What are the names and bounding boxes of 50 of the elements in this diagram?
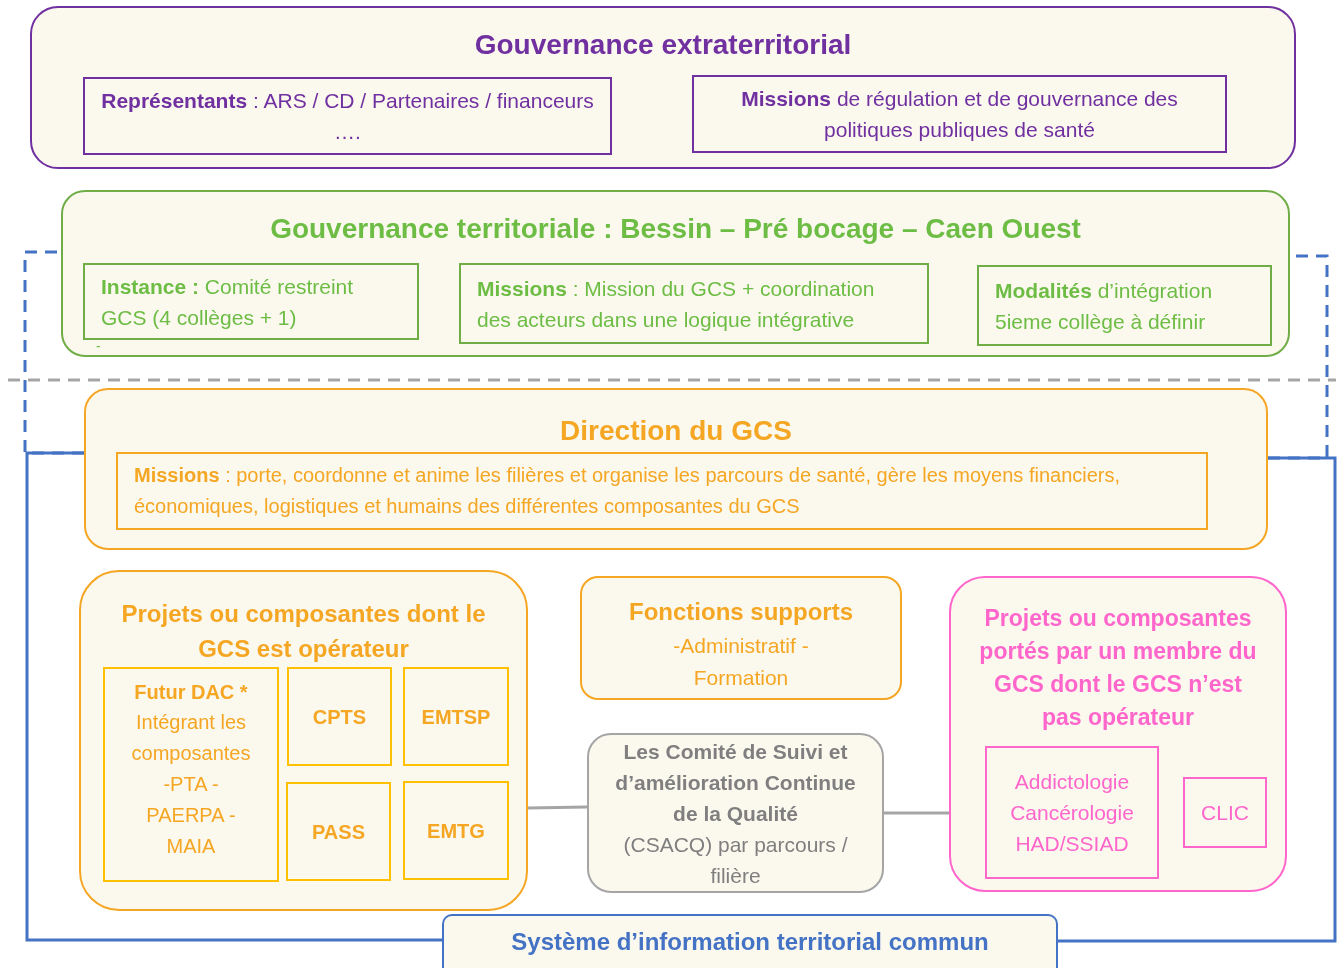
text-box (459, 263, 929, 344)
panel-title: Projets ou composantes dont le GCS est opérateur (120, 599, 487, 664)
text-box (692, 75, 1227, 153)
text-box (403, 667, 509, 766)
panel-title: Gouvernance territoriale : Bessin – Pré bocage – Caen Ouest (270, 212, 1081, 246)
connector-line (527, 805, 588, 810)
box-title: Les Comité de Suivi et d’amélioration Continue de la Qualité (614, 738, 857, 827)
group-panel (61, 190, 1290, 357)
box-text: CPTS (312, 704, 367, 730)
box-text: Missions : Mission du GCS + coordination des acteurs dans une logique intégrative (477, 275, 876, 333)
rounded-box (587, 733, 884, 893)
box-title: Fonctions supports (629, 597, 853, 627)
box-text: Instance : Comité restreint GCS (4 collèges + 1) (101, 273, 355, 331)
panel-title: Gouvernance extraterritorial (474, 28, 852, 62)
box-title: Futur DAC * (134, 680, 248, 705)
panel-title: Direction du GCS (560, 414, 792, 448)
box-text: Représentants : ARS / CD / Partenaires / financeurs …. (101, 88, 594, 145)
text-box (116, 452, 1208, 530)
text-box (83, 77, 612, 155)
box-text: Intégrant les composantes -PTA -PAERPA -MAIA (130, 710, 252, 859)
text-box (1183, 777, 1267, 848)
text-box (83, 263, 419, 340)
group-panel (79, 570, 528, 911)
connector-line (884, 811, 949, 815)
text-box (287, 667, 392, 766)
text-box (977, 265, 1272, 346)
box-text: EMTG (427, 818, 485, 844)
box-text: Addictologie Cancérologie HAD/SSIAD (1009, 769, 1135, 857)
group-panel (30, 6, 1296, 169)
text-box (103, 667, 279, 882)
box-text: CLIC (1201, 799, 1249, 826)
group-panel (84, 388, 1268, 550)
note-text: - (96, 337, 101, 356)
box-text: PASS (312, 819, 365, 845)
text-box (985, 746, 1159, 879)
box-text: EMTSP (421, 704, 491, 730)
group-panel (949, 576, 1287, 892)
panel-title: Projets ou composantes portés par un membre du GCS dont le GCS n’est pas opérateur (978, 604, 1258, 732)
box-text: Missions de régulation et de gouvernance des politiques publiques de santé (740, 86, 1179, 143)
box-text: Modalités d’intégration 5ieme collège à définir (995, 277, 1214, 335)
box-text: -Administratif -Formation (672, 633, 810, 691)
text-box (286, 782, 391, 881)
tab-box (442, 914, 1058, 968)
box-text: Système d’information territorial commun (511, 927, 989, 957)
box-text: (CSACQ) par parcours / filière (622, 831, 849, 889)
connector-line (25, 451, 442, 942)
rounded-box (580, 576, 902, 700)
box-text: Missions : porte, coordonne et anime les filières et organise les parcours de santé, gère les moyens financiers, économiques, logistiques et humains des différentes composantes du GCS (134, 463, 1122, 519)
connector-line (1058, 456, 1337, 943)
text-box (403, 781, 509, 880)
